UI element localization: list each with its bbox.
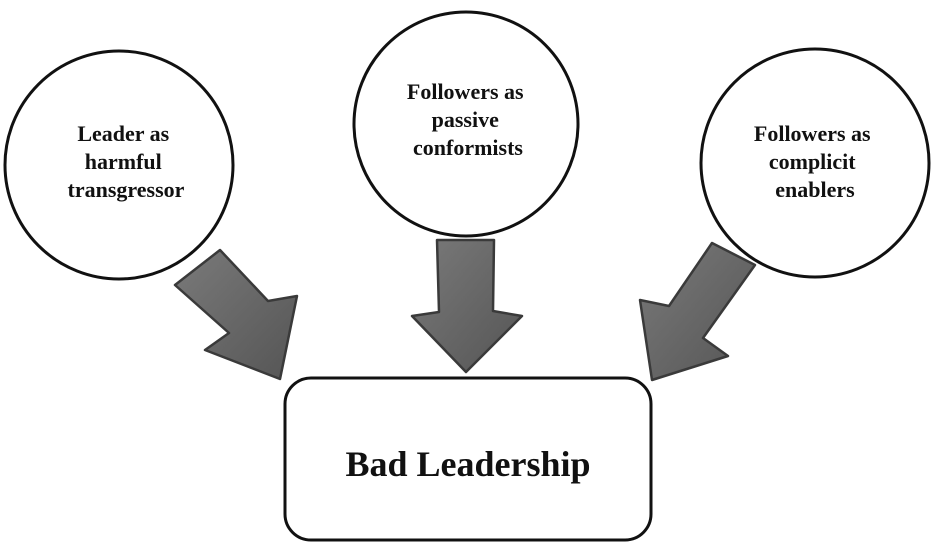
node-passive-line-3: conformists: [413, 135, 523, 160]
node-complicit-line-2: complicit: [769, 149, 856, 174]
svg-text:Followers as passive: Followers as passive conformists: [407, 79, 529, 160]
node-complicit-line-1: Followers as: [754, 121, 871, 146]
node-complicit: Followers as complicit enablers: [699, 47, 931, 279]
arrow-passive-to-outcome-shape: [410, 238, 524, 374]
node-leader: Leader as harmful transgressor: [3, 49, 235, 281]
node-leader-circle: [3, 49, 235, 281]
node-leader-line-1: Leader as: [77, 121, 169, 146]
svg-text:Leader as harmful: Leader as harmful transgressor: [68, 121, 185, 202]
node-complicit-circle: [699, 47, 931, 279]
node-outcome-box: [283, 376, 653, 542]
svg-text:Followers as complicit: Followers as complicit enablers: [754, 121, 876, 202]
arrow-passive-to-outcome: [410, 238, 524, 374]
arrow-complicit-to-outcome-shape: [638, 241, 757, 382]
node-passive-line-2: passive: [432, 107, 499, 132]
node-leader-line-2: harmful: [85, 149, 162, 174]
node-passive-line-1: Followers as: [407, 79, 524, 104]
node-outcome-label: Bad Leadership: [345, 444, 590, 484]
node-complicit-line-3: enablers: [775, 177, 855, 202]
arrow-leader-to-outcome-shape: [173, 248, 299, 381]
node-passive: Followers as passive conformists: [352, 10, 580, 238]
node-outcome: Bad Leadership: [283, 376, 653, 542]
arrow-complicit-to-outcome: [638, 241, 757, 382]
arrow-leader-to-outcome: [173, 248, 299, 381]
node-leader-line-3: transgressor: [68, 177, 185, 202]
node-passive-circle: [352, 10, 580, 238]
